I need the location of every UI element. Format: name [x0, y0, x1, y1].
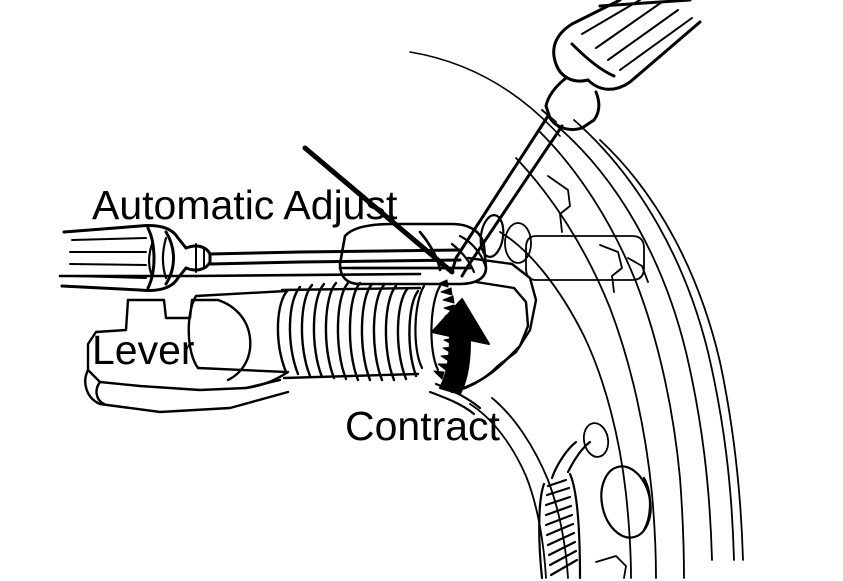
screwdriver-lower-left — [60, 224, 462, 292]
screwdriver-upper-grip-lines — [581, 0, 693, 71]
brake-shoe-slot-upper — [525, 235, 645, 281]
brake-shoe-hole-lower — [582, 422, 610, 458]
brake-shoe-outer-arcs — [555, 119, 744, 561]
brake-shoe-web — [499, 131, 685, 579]
label-automatic-adjust-lever: Automatic Adjust Lever — [92, 84, 397, 471]
label-contract: Contract — [345, 403, 500, 449]
contract-arrow — [431, 298, 490, 395]
shoe-tab-left — [147, 236, 168, 280]
brake-shoe-hole-oval — [600, 465, 652, 539]
leader-line-to-adjust-lever — [302, 145, 455, 275]
anchor-bracket — [84, 298, 290, 414]
screwdriver-upper-ferrule — [541, 109, 557, 123]
adjust-lever-pivot — [450, 214, 505, 274]
adjuster-screw-threads — [276, 281, 422, 382]
label-automatic-adjust-lever-line1: Automatic Adjust — [92, 181, 398, 228]
brake-shoe-tab-lower — [595, 555, 627, 579]
lower-shoe-rim-arcs — [469, 397, 569, 579]
brake-shoe-hole-round — [504, 222, 532, 264]
screwdriver-left-shaft — [208, 248, 462, 266]
screwdriver-left-ferrule — [195, 243, 205, 273]
brake-shoe-rim-notches — [547, 175, 649, 293]
label-automatic-adjust-lever-line2: Lever — [92, 326, 195, 373]
